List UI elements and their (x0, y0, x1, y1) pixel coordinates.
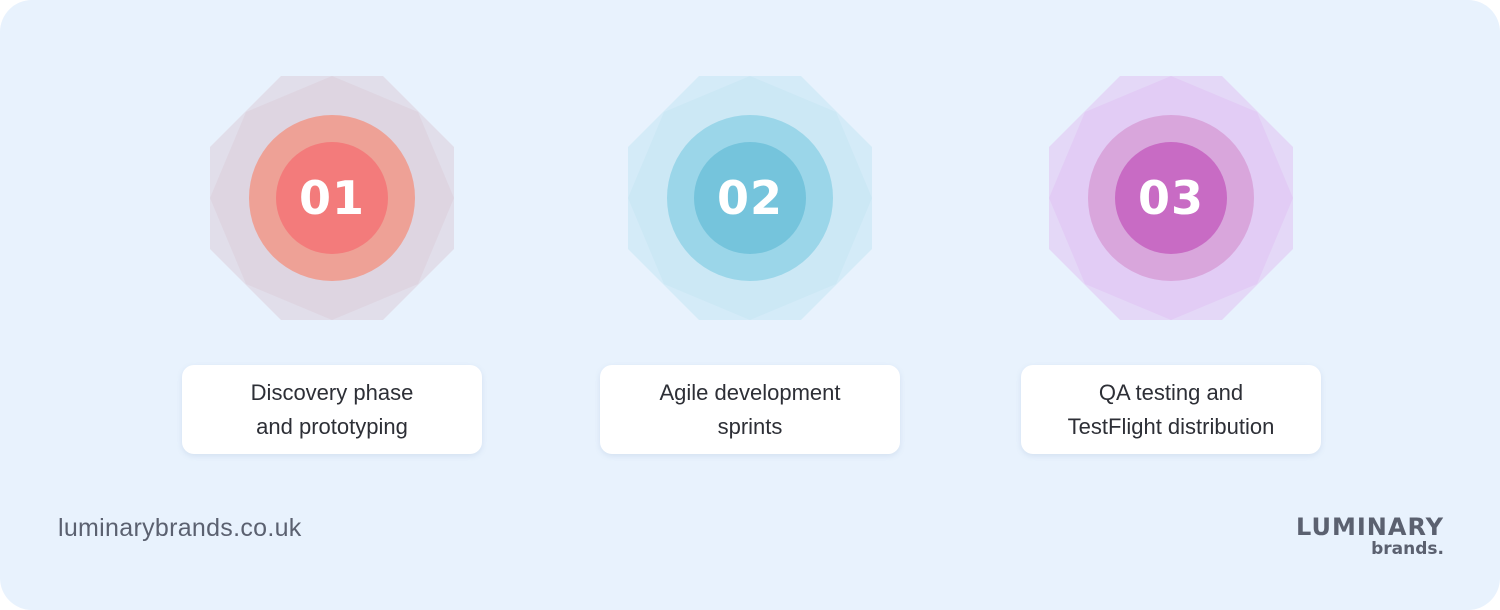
step-label-line-2: and prototyping (256, 413, 408, 439)
logo-wordmark: LUMINARY (1296, 513, 1444, 541)
step-badge: 03 (1049, 76, 1293, 320)
step-label: Discovery phase and prototyping (182, 365, 482, 454)
step-number: 02 (716, 171, 783, 225)
step-label-line-1: QA testing and (1098, 379, 1244, 405)
step-label-line-2: sprints (717, 413, 783, 439)
brand-logo: LUMINARY brands. (1296, 514, 1444, 558)
logo-subtext: brands. (1371, 539, 1444, 559)
step-number: 01 (298, 171, 365, 225)
step-label-line-1: Discovery phase (250, 379, 414, 405)
step-number: 03 (1137, 171, 1204, 225)
step-label: Agile development sprints (600, 365, 900, 454)
octagon-badge-icon (1049, 76, 1293, 320)
octagon-badge-icon (628, 76, 872, 320)
website-url: luminarybrands.co.uk (58, 514, 302, 542)
step-label-line-2: TestFlight distribution (1067, 413, 1275, 439)
step-label-line-1: Agile development (659, 379, 841, 405)
step-badge: 01 (210, 76, 454, 320)
step-badge: 02 (628, 76, 872, 320)
step-label: QA testing and TestFlight distribution (1021, 365, 1321, 454)
octagon-badge-icon (210, 76, 454, 320)
